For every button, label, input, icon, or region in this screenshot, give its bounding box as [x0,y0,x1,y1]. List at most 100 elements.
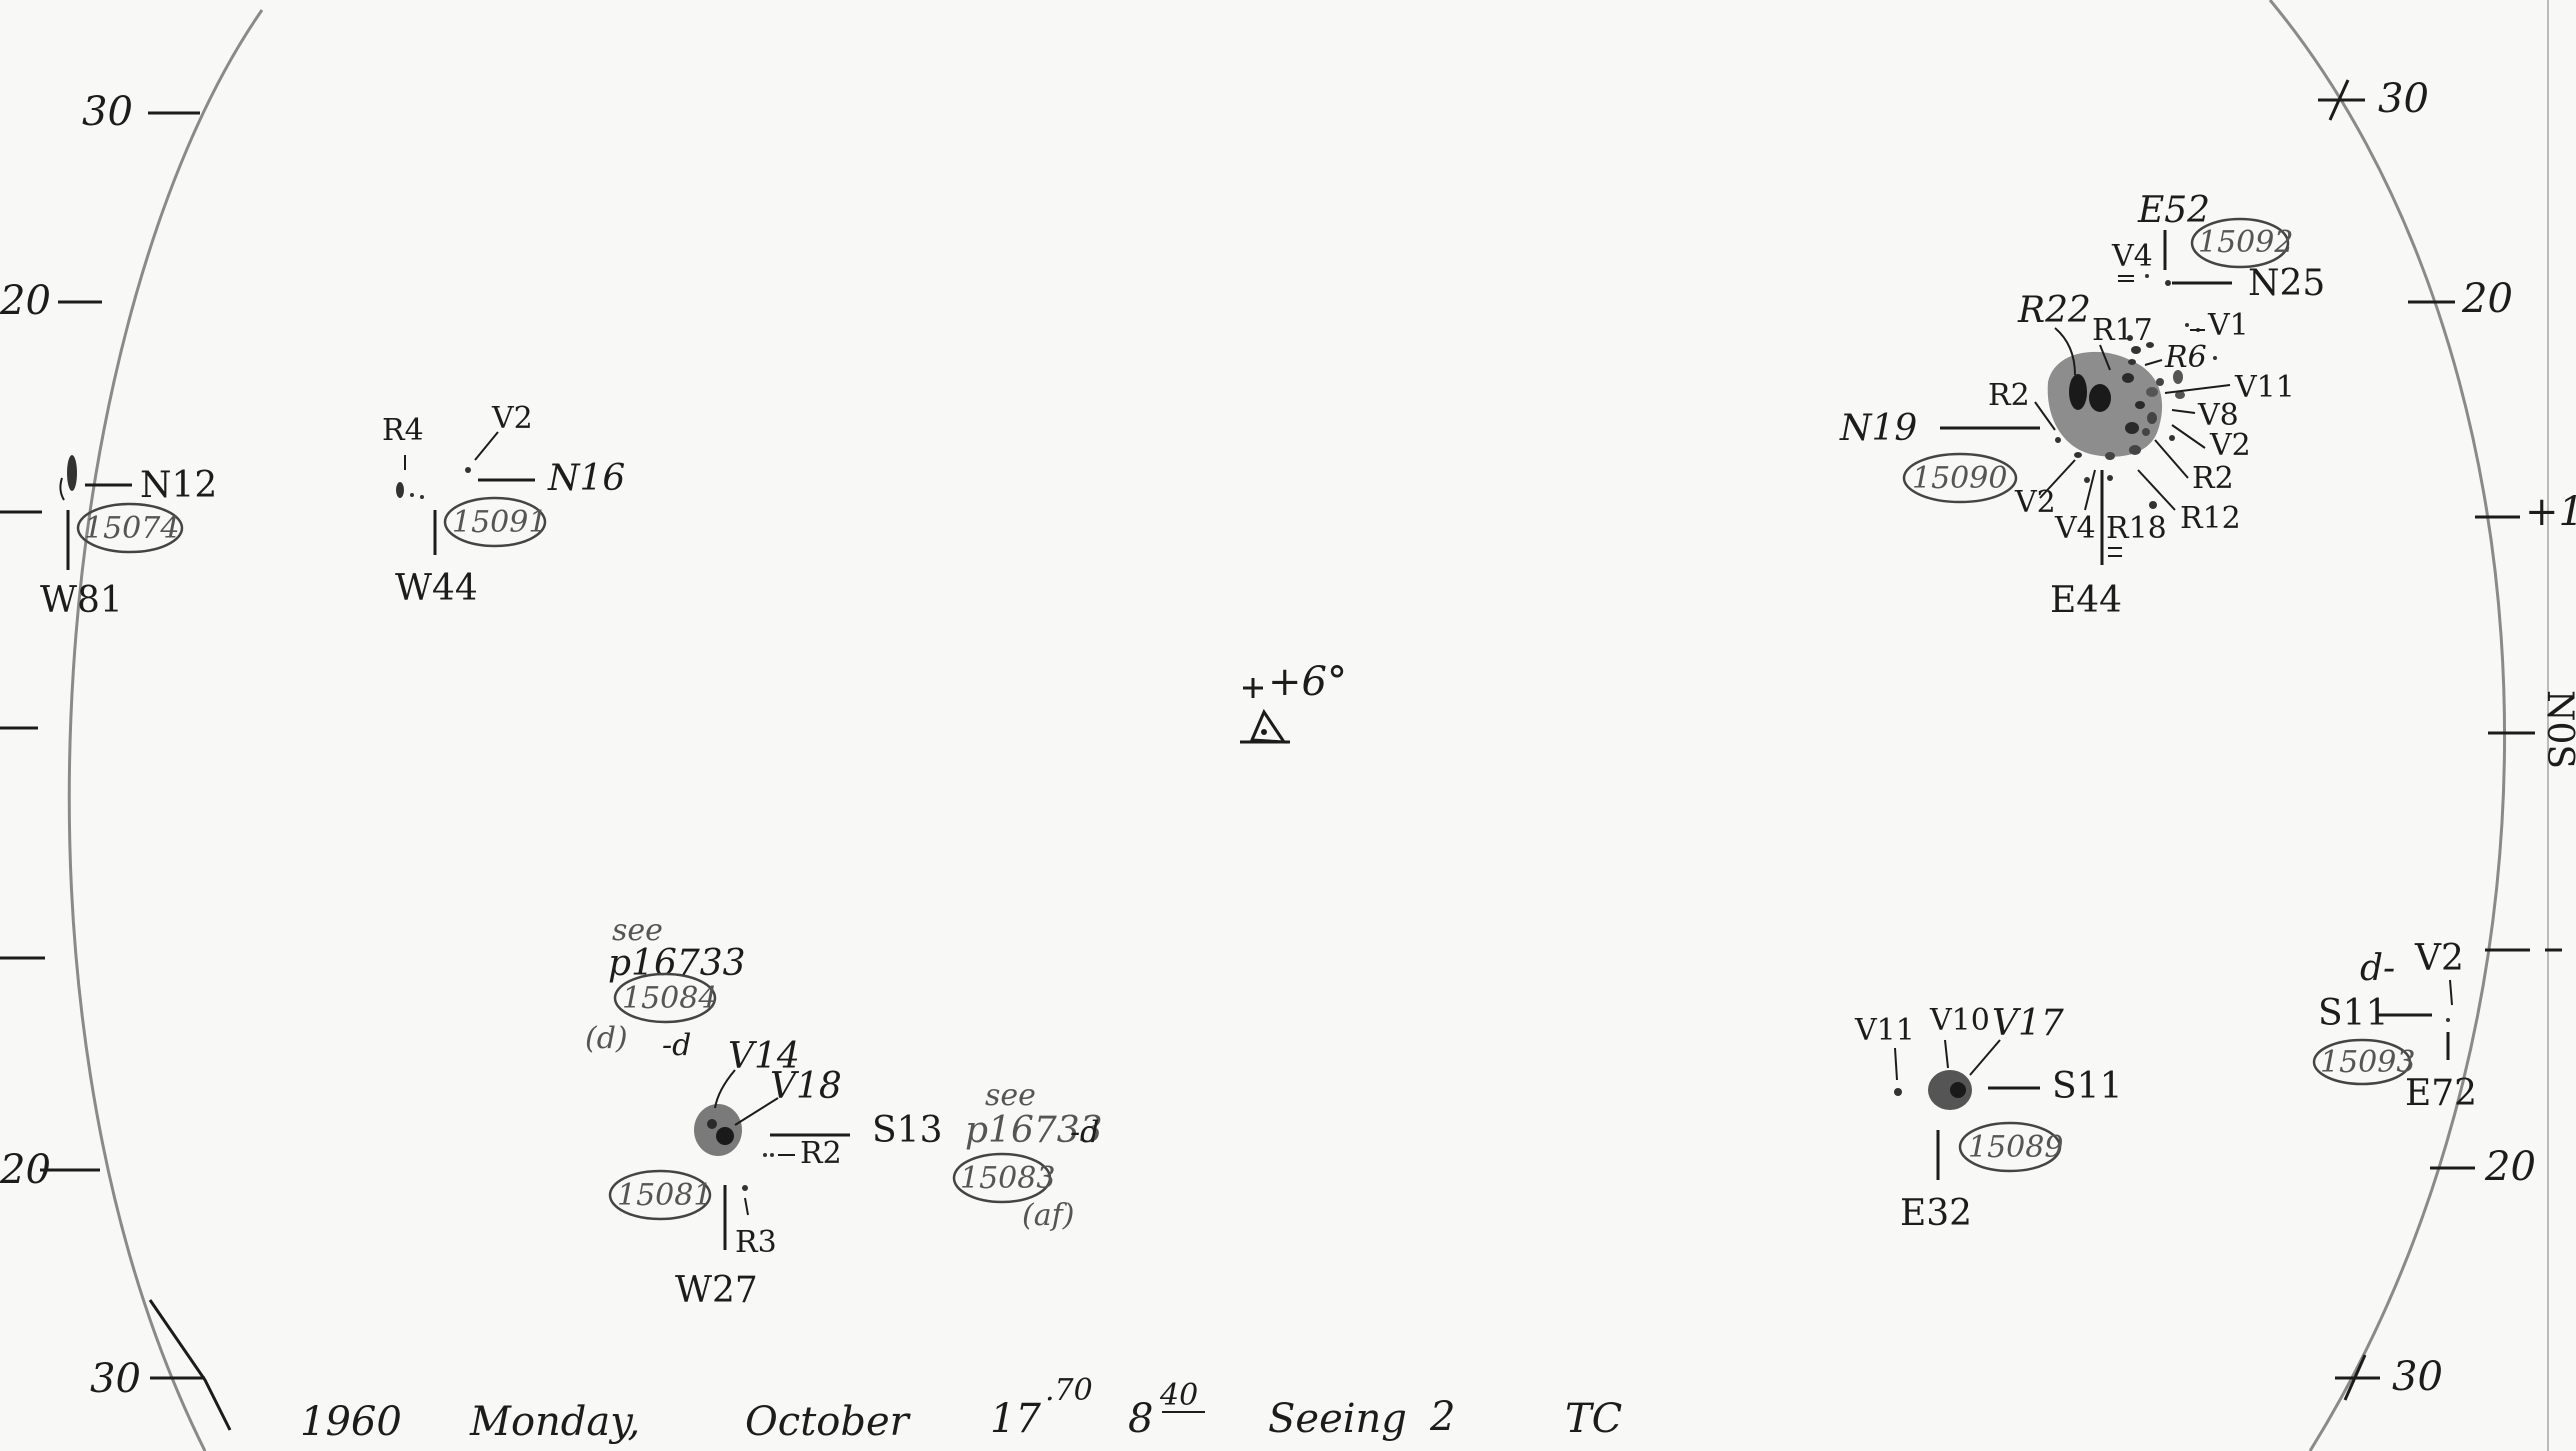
spot-label-r2-east: R2 [2192,461,2234,496]
group-number-label: 15089 [1968,1130,2063,1165]
tick-label-right-20-top: 20 [2461,276,2513,322]
spot-label-r18: R18 [2106,511,2167,546]
spot-label-r17: R17 [2092,313,2153,348]
group-latitude-label: S11 [2318,993,2388,1034]
group-number-label: 15084 [622,981,717,1016]
tick-label-right-20-bottom: 20 [2484,1144,2536,1190]
sunspot-group-15092: E52 15092 V4 N25 [2111,190,2325,304]
tick-label-left-20-top: 20 [0,278,51,324]
tick-label-right-30-bottom: 30 [2392,1354,2443,1400]
group-number-circle [1902,452,2018,504]
umbra [2069,374,2087,410]
observer-initials: TC [1565,1396,1622,1442]
spot-label-r12: R12 [2180,501,2241,536]
disk-center-marker: +6° [1240,659,1347,744]
spot-label-v2: V2 [2414,938,2464,979]
right-ticks: 30 20 +1 N0S 20 30 [2318,76,2576,1401]
group-number-circle [76,502,184,554]
tick-label-left-20-bottom: 20 [0,1147,51,1193]
observation-year: 1960 [300,1399,402,1445]
tick-label-right-30-top: 30 [2378,76,2429,122]
group-longitude-label: E32 [1900,1193,1972,1234]
observation-month: October [745,1399,912,1445]
observation-day-fraction: .70 [1045,1373,1093,1408]
seeing-value: 2 [1429,1394,1455,1440]
group-latitude-label: S13 [872,1110,942,1151]
spot-label-r2-west: R2 [1988,378,2030,413]
group-longitude-label: W27 [675,1270,758,1311]
suffix-note: -d [662,1028,691,1063]
solar-limb-right [2268,0,2507,1451]
sunspot-group-15089: V11 V10 V17 S11 15089 E32 [1854,1003,2122,1234]
spot-label-r6: R6 [2164,340,2207,375]
spot-label-v14: V14 [728,1036,800,1077]
spot-label-v18: V18 [770,1066,842,1107]
see-note: see [985,1078,1036,1113]
class-note: (af) [1022,1198,1074,1233]
group-longitude-label: E72 [2405,1073,2477,1114]
spot-label-v4-south: V4 [2054,511,2096,546]
suffix-note: d- [2360,948,2395,989]
observation-minute: 40 [1159,1378,1198,1413]
tick-label-right-plus10: +1 [2525,489,2576,535]
observation-weekday: Monday, [469,1399,640,1445]
sunspot-group-15084: see p16733 15084 (d) -d [585,913,746,1063]
sunspot [396,482,404,498]
group-number-label: 15092 [2198,225,2293,260]
sunspot-group-15090: R22 R17 V1 R6 V11 V8 V2 R2 R12 R18 V4 V2… [1839,290,2295,621]
observation-day: 17 [990,1396,1041,1442]
sunspot-group-15074: N12 15074 W81 [40,455,217,621]
tick-label-left-30-top: 30 [82,89,133,135]
umbra [1950,1082,1966,1098]
group-number-circle [443,496,547,548]
see-note: see [612,913,663,948]
plate-reference: p16733 [965,1110,1103,1151]
spot-label-v2-east: V2 [2209,428,2251,463]
group-number-label: 15081 [617,1178,712,1213]
tick-label-left-30-bottom: 30 [90,1356,141,1402]
left-ticks: 30 20 20 30 [0,89,232,1431]
suffix-note: -d [1070,1115,1099,1150]
group-number-circle [952,1152,1052,1204]
group-latitude-label: N19 [1839,408,1917,449]
observation-footer: 1960 Monday, October 17 .70 8 40 Seeing … [300,1373,1622,1445]
group-number-circle [2190,217,2290,269]
spot-label-v2: V2 [491,401,533,436]
group-number-label: 15093 [2320,1045,2415,1080]
umbra [716,1127,734,1145]
plate-reference: p16733 [608,943,746,984]
group-number-circle [2312,1038,2412,1086]
group-number-label: 15074 [84,511,179,546]
group-number-circle [608,1169,712,1221]
group-number-label: 15090 [1912,461,2007,496]
group-latitude-label: N25 [2248,263,2325,304]
sunspot-group-15083: see p16733 -d 15083 (af) [952,1078,1103,1233]
spot-label-r22: R22 [2017,290,2091,331]
group-longitude-label: W81 [40,580,123,621]
spot-label-v11: V11 [2234,370,2295,405]
spot-label-v2-west: V2 [2014,485,2056,520]
group-number-circle [1958,1121,2062,1173]
observation-hour: 8 [1128,1396,1153,1442]
spot-label-v8: V8 [2197,398,2239,433]
group-longitude-label: E44 [2050,580,2122,621]
group-number-circle [613,972,717,1024]
spot-label-r2: R2 [800,1136,842,1171]
class-note: (d) [585,1021,628,1056]
group-number-label: 15091 [452,505,547,540]
spot-label-r3: R3 [735,1225,777,1260]
spot-label-v10: V10 [1929,1003,1990,1038]
spot-label-r4: R4 [382,413,424,448]
solar-limb-left [67,9,264,1451]
group-longitude-label: W44 [395,568,478,609]
spot-label-v11: V11 [1854,1013,1915,1048]
group-longitude-label: E52 [2137,190,2210,231]
spot-label-v4: V4 [2111,239,2153,274]
seeing-label: Seeing [1268,1396,1407,1442]
group-latitude-label: N16 [547,458,625,499]
spot-label-v1: V1 [2207,308,2249,343]
group-latitude-label: N12 [140,465,217,506]
group-latitude-label: S11 [2052,1066,2122,1107]
penumbra [694,1104,742,1156]
